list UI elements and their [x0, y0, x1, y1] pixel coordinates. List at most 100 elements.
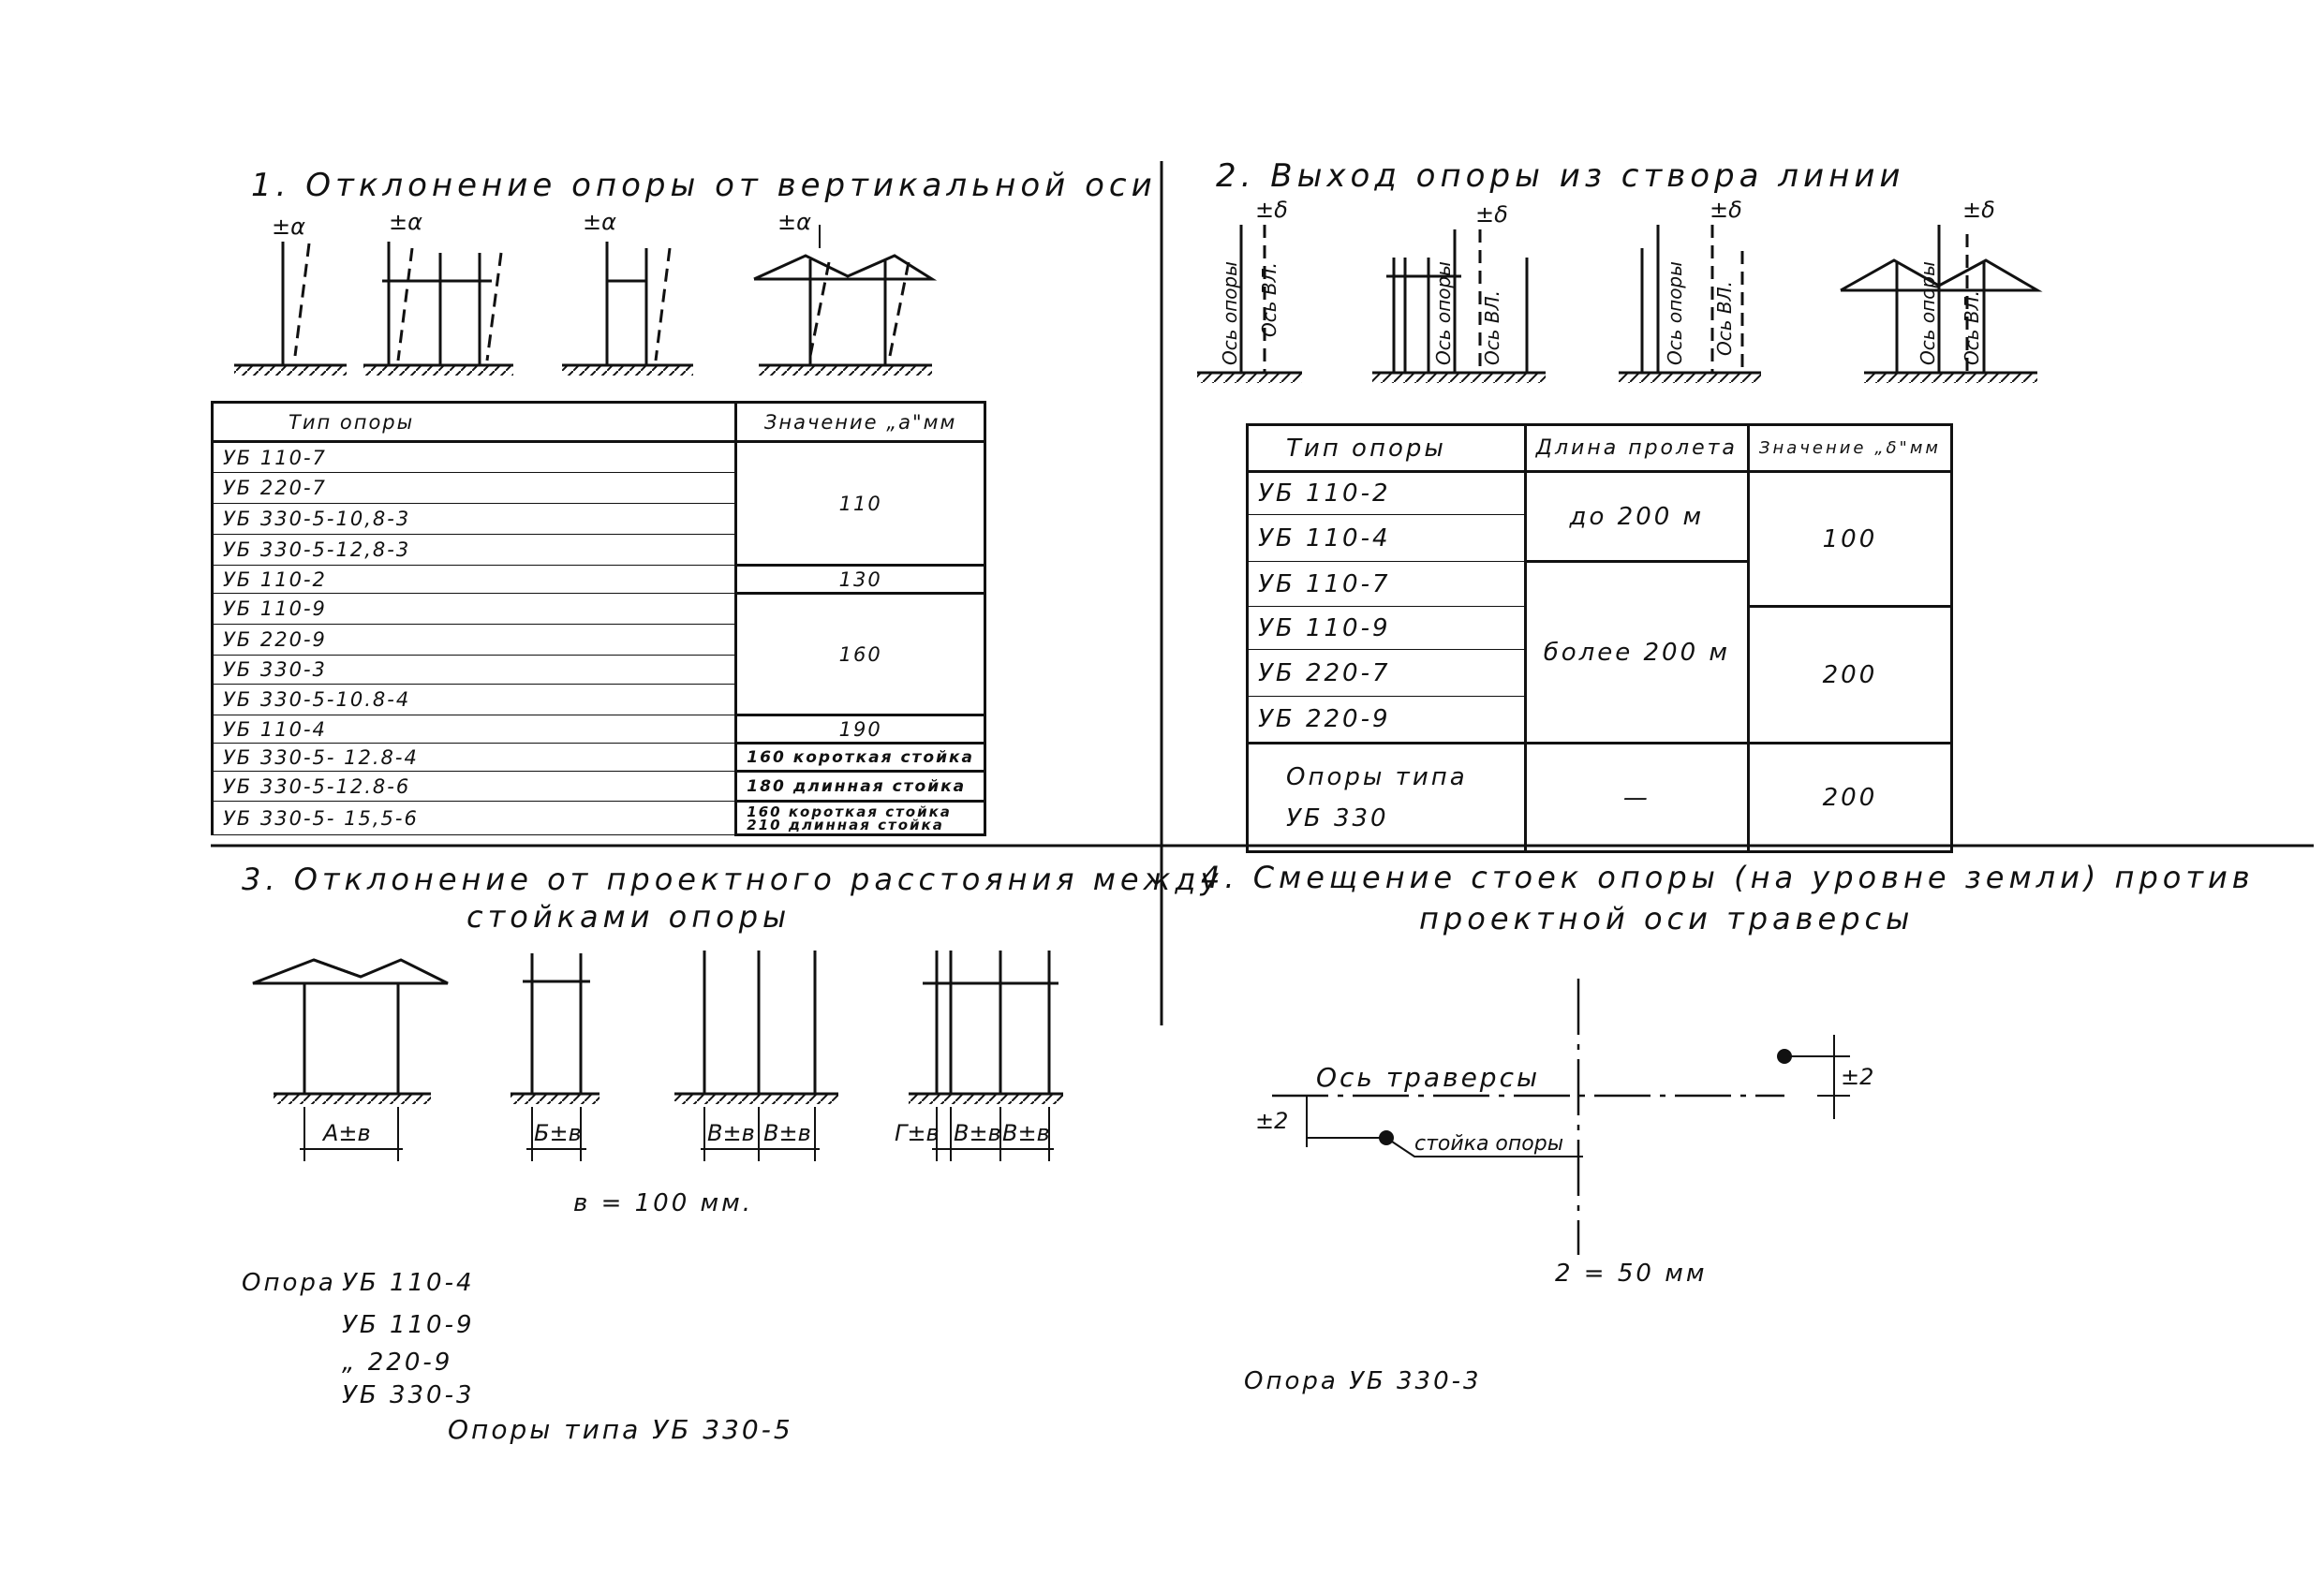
section3-heading-line2: стойками опоры [466, 899, 792, 935]
table-row: УБ 220-7 [210, 472, 738, 504]
dim-v-1: В±в [707, 1120, 755, 1146]
sketch-1b [363, 242, 513, 376]
table-row: УБ 330-3 [210, 655, 738, 685]
value-cell: 110 [734, 440, 986, 567]
header-span: Длина пролета [1523, 423, 1750, 473]
value-cell: 160 [734, 592, 986, 716]
section4-note: 2 = 50 мм [1555, 1260, 1708, 1288]
value-cell: 180 длинная стойка [734, 770, 986, 803]
post-marker-offset [1777, 1049, 1792, 1064]
axis-line-label-4: Ось ВЛ. [1961, 290, 1983, 365]
table-row: Опоры типа УБ 330 [1246, 742, 1527, 853]
table-row: УБ 220-9 [210, 624, 738, 656]
sketch-3d [909, 951, 1063, 1161]
sketch-3c [674, 951, 838, 1161]
alpha-label-2: ±α [389, 209, 422, 235]
dim-v-3: В±в [954, 1120, 1001, 1146]
sketch-1d [753, 225, 938, 376]
type-line: УБ 330 [1286, 803, 1389, 833]
axis-line-label-3: Ось ВЛ. [1713, 281, 1736, 356]
dim-g: Г±в [895, 1120, 940, 1146]
value-cell: 130 [734, 564, 986, 595]
axis-support-label-3: Ось опоры [1664, 261, 1686, 365]
table-row: УБ 110-2 [1246, 471, 1527, 515]
span-cell: более 200 м [1523, 560, 1750, 744]
section4-footer: Опора УБ 330-3 [1244, 1367, 1482, 1395]
sketch-3b [511, 953, 600, 1161]
sketch-2c [1619, 225, 1761, 383]
value-line: 160 короткая стойка [747, 803, 952, 820]
value-cell: 190 [734, 714, 986, 744]
table-row: УБ 110-4 [1246, 514, 1527, 562]
support-item: „ 220-9 [342, 1349, 453, 1377]
type-line: Опоры типа [1286, 762, 1468, 791]
support-item: УБ 110-4 [342, 1269, 475, 1297]
sketch-3a [252, 958, 449, 1161]
section4-heading-line2: проектной оси траверсы [1419, 901, 1915, 936]
sketch-1c [562, 242, 693, 376]
table-row: УБ 330-5- 12.8-4 [210, 743, 738, 772]
value-cell: 200 [1746, 742, 1954, 853]
table-row: УБ 330-5-12.8-6 [210, 771, 738, 802]
delta-label-2: ±δ [1475, 201, 1508, 228]
sketch-2d [1840, 225, 2043, 383]
axis-support-label-1: Ось опоры [1219, 261, 1241, 365]
table-row: УБ 330-5-10.8-4 [210, 684, 738, 715]
span-cell: — [1523, 742, 1750, 853]
post-label: стойка опоры [1414, 1132, 1563, 1156]
header-value: Значение „δ"мм [1746, 423, 1954, 473]
section2-heading: 2. Выход опоры из створа линии [1216, 157, 1905, 195]
post-marker [1379, 1130, 1394, 1145]
table-row: УБ 110-9 [210, 593, 738, 625]
support-item: УБ 110-9 [342, 1311, 475, 1339]
table-row: УБ 110-9 [1246, 606, 1527, 650]
support-label: Опора [242, 1269, 336, 1297]
table-row: УБ 330-5- 15,5-6 [210, 801, 738, 835]
section3-note: в = 100 мм. [573, 1189, 754, 1217]
dim-b: Б±в [534, 1120, 582, 1146]
table-row: УБ 110-7 [210, 441, 738, 473]
table-row: УБ 330-5-12,8-3 [210, 534, 738, 566]
table-row: УБ 220-9 [1246, 696, 1527, 744]
value-cell: 200 [1746, 605, 1954, 744]
delta-label-3: ±δ [1710, 197, 1742, 223]
table-row: УБ 220-7 [1246, 649, 1527, 697]
value-cell: 160 короткая стойка [734, 742, 986, 773]
tol-label-right: ±2 [1841, 1064, 1873, 1090]
support-deviation-table: Тип опоры Значение „а"мм УБ 110-7 110 УБ… [210, 401, 986, 836]
alpha-label-1: ±α [272, 214, 305, 240]
delta-label-4: ±δ [1962, 197, 1995, 223]
support-item: УБ 330-3 [342, 1381, 475, 1409]
header-type: Тип опоры [1246, 423, 1527, 473]
dim-v-4: В±в [1002, 1120, 1050, 1146]
alpha-label-4: ±α [777, 209, 811, 235]
dim-a: А±в [321, 1120, 371, 1146]
delta-label-1: ±δ [1255, 197, 1288, 223]
axis-line-label-1: Ось ВЛ. [1258, 262, 1280, 337]
header-type: Тип опоры [210, 401, 738, 443]
sketch-2a [1197, 225, 1302, 383]
table-row: УБ 110-7 [1246, 561, 1527, 607]
span-cell: до 200 м [1523, 470, 1750, 563]
line-offset-table: Тип опоры Длина пролета Значение „δ"мм У… [1246, 423, 1954, 853]
tol-label-left: ±2 [1255, 1108, 1288, 1134]
alpha-label-3: ±α [583, 209, 616, 235]
section1-heading: 1. Отклонение опоры от вертикальной оси [251, 167, 1157, 204]
header-value: Значение „а"мм [734, 401, 986, 443]
traverse-axis-label: Ось траверсы [1316, 1062, 1540, 1093]
value-cell: 160 короткая стойка 210 длинная стойка [734, 800, 986, 836]
section4-heading-line1: 4. Смещение стоек опоры (на уровне земли… [1201, 860, 2255, 895]
section3-footer: Опоры типа УБ 330-5 [448, 1414, 793, 1445]
table-row: УБ 110-2 [210, 565, 738, 594]
axis-line-label-2: Ось ВЛ. [1481, 290, 1503, 365]
table-row: УБ 110-4 [210, 715, 738, 744]
section3-heading-line1: 3. Отклонение от проектного расстояния м… [242, 862, 1223, 897]
traverse-diagram [1272, 979, 1850, 1255]
dim-v-2: В±в [763, 1120, 811, 1146]
sketch-2b [1372, 229, 1546, 383]
sketch-1a [234, 242, 347, 376]
value-line: 210 длинная стойка [747, 816, 944, 833]
axis-support-label-4: Ось опоры [1917, 261, 1939, 365]
table-row: УБ 330-5-10,8-3 [210, 503, 738, 535]
